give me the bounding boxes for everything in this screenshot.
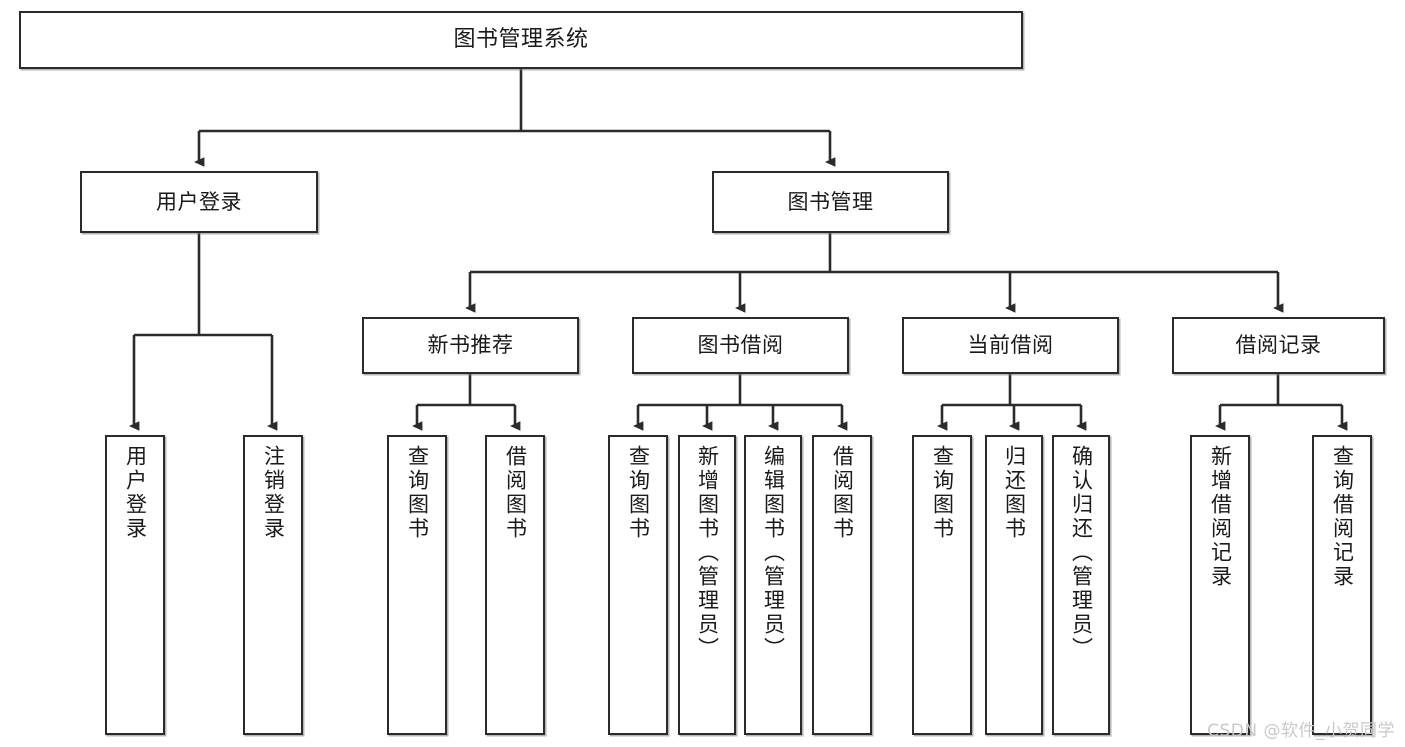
leaf-return-book[interactable]: 归还图书 — [985, 435, 1043, 735]
leaf-edit-book-label: 编辑图书（管理员） — [761, 445, 786, 661]
leaf-query-book-2-label: 查询图书 — [626, 445, 651, 541]
leaf-borrow-book-2[interactable]: 借阅图书 — [812, 435, 872, 735]
node-book-manage-label: 图书管理 — [787, 189, 874, 214]
node-user-login[interactable]: 用户登录 — [80, 171, 318, 233]
leaf-add-book-label: 新增图书（管理员） — [695, 445, 720, 661]
leaf-query-book-1-label: 查询图书 — [405, 445, 430, 541]
leaf-query-book-3[interactable]: 查询图书 — [912, 435, 972, 735]
leaf-query-book-3-label: 查询图书 — [930, 445, 955, 541]
node-new-book-recommend-label: 新书推荐 — [427, 333, 514, 358]
node-new-book-recommend[interactable]: 新书推荐 — [362, 317, 579, 374]
node-book-borrow[interactable]: 图书借阅 — [632, 317, 849, 374]
leaf-user-login-label: 用户登录 — [123, 445, 148, 541]
leaf-user-login[interactable]: 用户登录 — [105, 435, 165, 735]
leaf-confirm-return[interactable]: 确认归还（管理员） — [1052, 435, 1110, 735]
node-current-borrow-label: 当前借阅 — [967, 333, 1054, 358]
leaf-add-borrow-record[interactable]: 新增借阅记录 — [1190, 435, 1250, 735]
node-borrow-record[interactable]: 借阅记录 — [1172, 317, 1385, 374]
leaf-query-borrow-record-label: 查询借阅记录 — [1330, 445, 1355, 589]
node-book-borrow-label: 图书借阅 — [697, 333, 784, 358]
node-root-label: 图书管理系统 — [453, 27, 589, 53]
leaf-query-borrow-record[interactable]: 查询借阅记录 — [1312, 435, 1372, 735]
leaf-confirm-return-label: 确认归还（管理员） — [1069, 445, 1094, 661]
leaf-logout[interactable]: 注销登录 — [243, 435, 303, 735]
leaf-query-book-2[interactable]: 查询图书 — [608, 435, 668, 735]
node-current-borrow[interactable]: 当前借阅 — [902, 317, 1119, 374]
leaf-return-book-label: 归还图书 — [1002, 445, 1027, 541]
leaf-add-borrow-record-label: 新增借阅记录 — [1208, 445, 1233, 589]
leaf-borrow-book-1[interactable]: 借阅图书 — [485, 435, 545, 735]
leaf-borrow-book-2-label: 借阅图书 — [830, 445, 855, 541]
csdn-watermark: CSDN @软件_小贺同学 — [1207, 721, 1395, 741]
leaf-borrow-book-1-label: 借阅图书 — [503, 445, 528, 541]
node-borrow-record-label: 借阅记录 — [1235, 333, 1322, 358]
node-book-manage[interactable]: 图书管理 — [712, 171, 949, 233]
leaf-logout-label: 注销登录 — [261, 445, 286, 541]
node-root[interactable]: 图书管理系统 — [19, 11, 1023, 69]
leaf-query-book-1[interactable]: 查询图书 — [387, 435, 447, 735]
leaf-edit-book[interactable]: 编辑图书（管理员） — [744, 435, 802, 735]
leaf-add-book[interactable]: 新增图书（管理员） — [678, 435, 736, 735]
node-user-login-label: 用户登录 — [156, 189, 242, 214]
